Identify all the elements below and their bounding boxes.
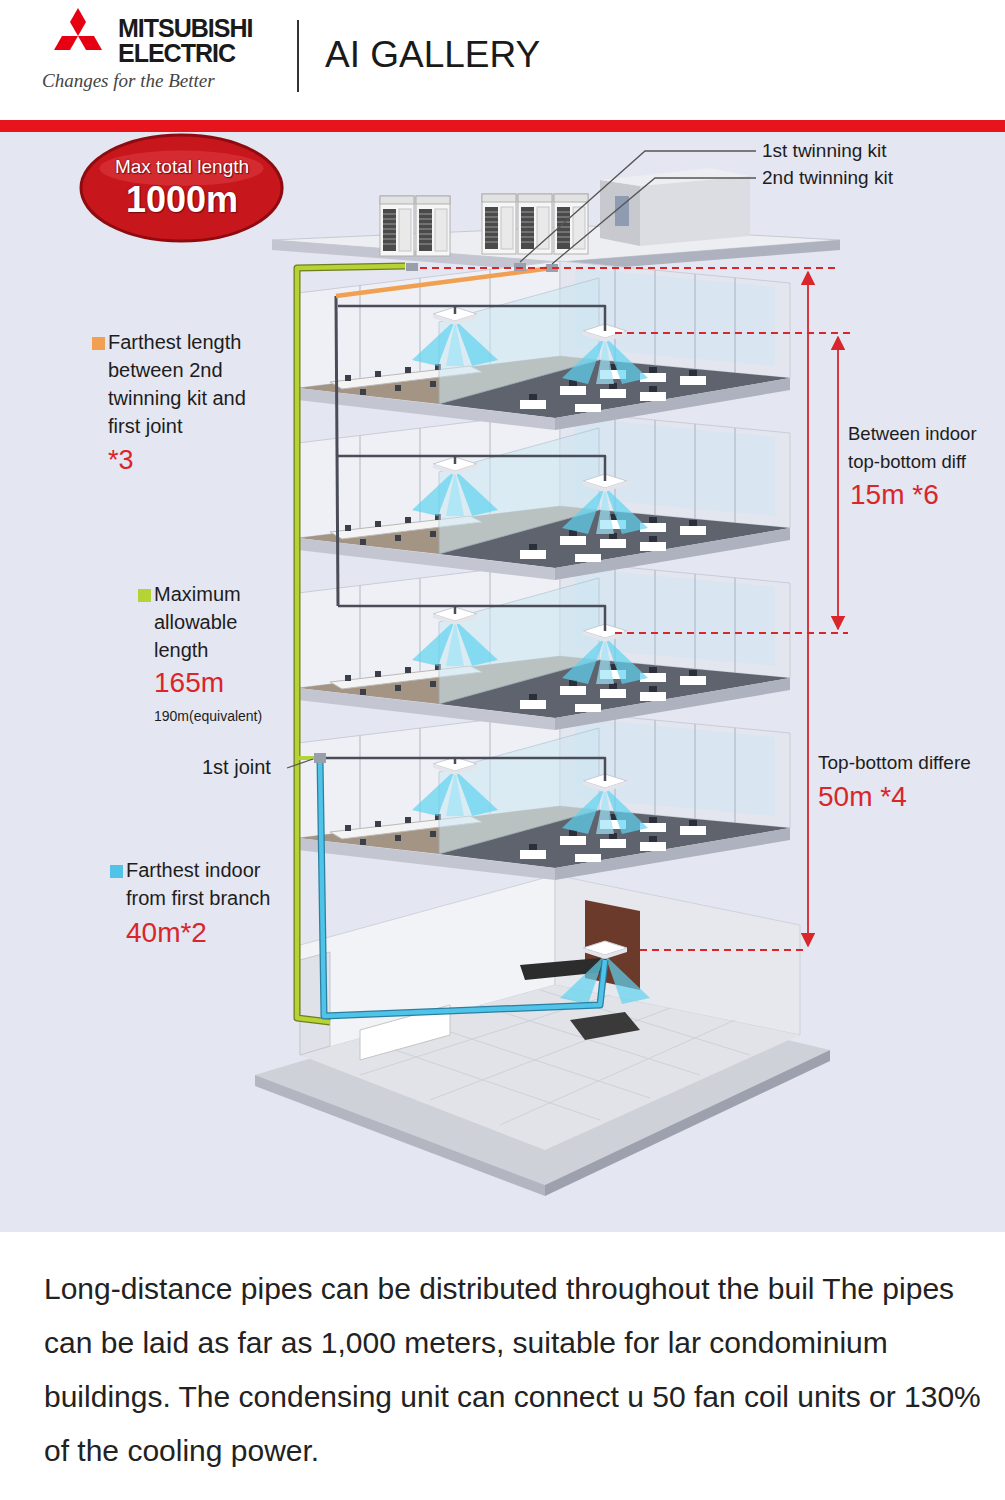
- brand-logo-part: [78, 36, 102, 50]
- roof-part: [600, 180, 640, 246]
- page-ground-part: [0, 132, 1005, 1232]
- building-illustration-part: [298, 411, 790, 580]
- page-ground-part: [0, 0, 1005, 120]
- badge-ground-part: [0, 1232, 1005, 1500]
- page-ground-part: [0, 120, 1005, 132]
- part-name: 1st joint: [202, 755, 271, 779]
- dimension-value: 50m *4: [818, 780, 907, 814]
- legend-text: Maximum allowable length: [154, 580, 268, 664]
- badge-ground: [0, 1232, 1005, 1500]
- roof-part: [518, 194, 552, 254]
- roof-part: [554, 194, 588, 254]
- building-illustration-part: [298, 711, 790, 880]
- brand-logo-part: [54, 36, 78, 50]
- dimension-lines-part: [615, 632, 848, 634]
- indoor-unit-part: [583, 948, 627, 959]
- part-name: 1st twinning kit: [762, 140, 887, 163]
- leader-lines-part: [552, 178, 756, 264]
- legend-text: Farthest indoor from first branch: [126, 856, 286, 912]
- refrigerant-pipes-part: [514, 263, 526, 271]
- refrigerant-pipes-part: [338, 606, 605, 631]
- badge-heading: Max total length: [115, 155, 249, 179]
- refrigerant-pipes-part: [314, 753, 326, 763]
- refrigerant-pipes-part: [297, 266, 405, 1022]
- refrigerant-pipes-part: [338, 306, 605, 331]
- page-ground: [0, 0, 1005, 1232]
- refrigerant-pipes-part: [336, 296, 338, 606]
- dimension-value: 165m: [154, 666, 224, 700]
- roof-part: [615, 196, 629, 226]
- leader-lines-part: [287, 759, 313, 768]
- dimension-value: 15m *6: [850, 478, 939, 512]
- dimension-lines-part: [615, 332, 850, 334]
- building-illustration: [255, 168, 840, 1196]
- caption-paragraph: Long-distance pipes can be distributed t…: [44, 1262, 994, 1478]
- brand-name: ELECTRIC: [118, 38, 235, 68]
- dimension-label: Between indoor top-bottom diff: [848, 420, 998, 476]
- leader-lines-part: [520, 151, 756, 262]
- refrigerant-pipes: [297, 263, 605, 1022]
- dimension-value: 40m*2: [126, 916, 207, 950]
- brand-name: MITSUBISHI: [118, 13, 252, 43]
- roof: [272, 168, 840, 272]
- refrigerant-pipes-part: [336, 268, 552, 296]
- roof-part: [416, 196, 450, 256]
- leader-lines: [287, 151, 756, 768]
- indoor-unit-part: [605, 955, 650, 1004]
- badge-value: 1000m: [115, 179, 249, 221]
- part-name: 2nd twinning kit: [762, 167, 893, 190]
- dimension-lines-part: [837, 337, 839, 629]
- roof-part: [482, 194, 516, 254]
- dimension-lines-part: [420, 267, 835, 269]
- page-title: AI GALLERY: [325, 33, 540, 77]
- building-illustration-part: [298, 561, 790, 730]
- refrigerant-pipes-part: [320, 758, 605, 1016]
- badge-ellipse: Max total length1000m: [79, 133, 284, 243]
- badge-fill: [81, 135, 282, 241]
- brand-logo-part: [70, 8, 86, 36]
- legend-swatch: [92, 337, 105, 350]
- legend-text: Farthest length between 2nd twinning kit…: [108, 328, 280, 440]
- refrigerant-pipes-part: [320, 758, 605, 1016]
- ground-floor-part: [570, 1012, 640, 1040]
- dimension-label: Top-bottom differe: [818, 752, 971, 775]
- legend-swatch: [138, 589, 151, 602]
- roof-part: [380, 196, 414, 256]
- dimension-lines: [420, 268, 850, 950]
- legend-swatch: [110, 865, 123, 878]
- dimension-lines-part: [807, 272, 809, 946]
- refrigerant-pipes-part: [297, 266, 405, 1022]
- refrigerant-pipes-part: [406, 263, 418, 271]
- building-illustration-part: [298, 261, 790, 430]
- dimension-lines-part: [640, 949, 805, 951]
- dimension-note: 190m(equivalent): [154, 708, 262, 725]
- note-mark: *3: [108, 444, 134, 476]
- brand-slogan: Changes for the Better: [42, 70, 215, 93]
- ground-floor: [255, 875, 830, 1196]
- roof-part: [640, 176, 750, 246]
- refrigerant-pipes-part: [338, 456, 605, 481]
- refrigerant-pipes-part: [320, 758, 605, 781]
- brand-logo-part: [297, 20, 299, 92]
